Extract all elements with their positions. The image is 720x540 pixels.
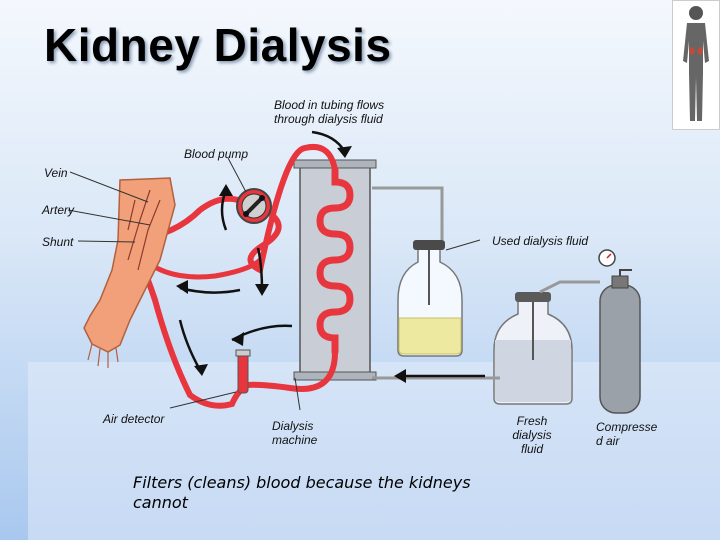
gauge-needle (606, 253, 612, 259)
kidney-left-icon (689, 47, 695, 55)
hand-fingers (87, 343, 119, 368)
arrowhead-pump-down (255, 284, 269, 296)
label-dialysis-machine: Dialysis machine (272, 419, 318, 447)
kidney-right-icon (697, 47, 703, 55)
leader-vein (69, 171, 149, 203)
label-shunt: Shunt (42, 235, 74, 249)
label-used-dialysis-fluid: Used dialysis fluid (492, 234, 589, 248)
arm-veins (127, 189, 161, 271)
arrow-heads (176, 146, 406, 383)
used-fluid-level (398, 317, 462, 355)
tube-pump-to-tank (247, 144, 338, 275)
slide-title: Kidney Dialysis (44, 19, 392, 71)
blood-coil (316, 166, 354, 356)
label-air-detector: Air detector (103, 412, 165, 426)
tube-to-used-bottle (372, 186, 444, 240)
label-artery: Artery (42, 203, 75, 217)
pump-roller-end-a (243, 211, 249, 217)
label-compressed-air: Compresse d air (596, 420, 658, 448)
leader-pump (227, 157, 247, 193)
label-tubing: Blood in tubing flows through dialysis f… (274, 98, 385, 126)
human-body-icon (683, 6, 709, 121)
arrowhead-pump-left (219, 184, 233, 196)
fresh-bottle-cap (515, 292, 551, 302)
arrowhead-into-tank (337, 146, 352, 158)
label-fresh-dialysis-fluid: Fresh dialysis fluid (512, 414, 552, 456)
leader-machine (294, 377, 301, 411)
slide-caption: Filters (cleans) blood because the kidne… (133, 473, 471, 512)
leader-air-detector (169, 391, 237, 409)
tube-air-to-fresh (539, 280, 600, 294)
fresh-fluid-level (495, 340, 571, 402)
cylinder-handle (619, 269, 632, 276)
air-detector-chamber (237, 352, 249, 394)
arrowhead-to-detector (232, 332, 244, 346)
arrow-arm-out (179, 286, 241, 294)
leader-used-fluid (445, 239, 481, 251)
pump-roller-end-b (259, 195, 265, 201)
cylinder-valve (611, 275, 629, 289)
tube-return (132, 248, 338, 409)
used-bottle-cap (413, 240, 445, 250)
arrowhead-arm-out (176, 280, 188, 294)
label-vein: Vein (44, 166, 68, 180)
leader-artery (67, 209, 151, 226)
pump-roller (244, 196, 264, 216)
air-detector-cap (235, 349, 251, 357)
tank-base (293, 371, 377, 381)
leader-shunt (77, 240, 136, 243)
body-thumbnail (672, 0, 720, 130)
compressed-air-cylinder (599, 284, 641, 414)
arrowhead-return-down (194, 364, 208, 376)
label-blood-pump: Blood pump (184, 147, 249, 161)
leader-lines (67, 157, 481, 411)
arrowhead-fresh-to-tank (394, 369, 406, 383)
